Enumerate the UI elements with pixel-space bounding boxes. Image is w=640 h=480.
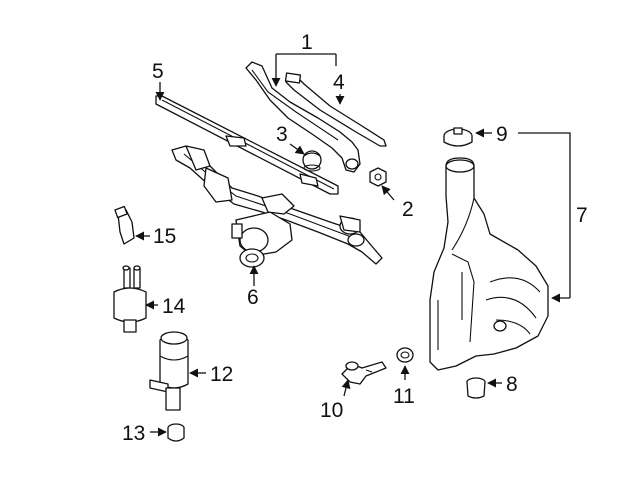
- wiper-arm-rear[interactable]: [284, 72, 387, 147]
- seal[interactable]: [396, 347, 414, 363]
- callout-numbers: 1 2 3 4 5 6 7 8 9 10 11 12 13 14 15: [122, 31, 588, 445]
- wiper-arm[interactable]: [245, 61, 361, 173]
- washer-pump-upper[interactable]: [113, 265, 147, 333]
- leader-lines: [135, 53, 571, 437]
- wiper-motor[interactable]: [231, 193, 295, 268]
- callout-15: 15: [153, 225, 176, 248]
- grommet[interactable]: [466, 377, 486, 399]
- callout-4: 4: [333, 71, 345, 94]
- callout-7: 7: [576, 204, 588, 227]
- callout-2: 2: [402, 198, 414, 221]
- callout-3: 3: [276, 123, 288, 146]
- callout-8: 8: [506, 373, 518, 396]
- pump-grommet[interactable]: [167, 423, 185, 442]
- callout-14: 14: [162, 295, 186, 318]
- callout-10: 10: [320, 399, 343, 422]
- washer-pump[interactable]: [149, 331, 189, 411]
- callout-9: 9: [496, 123, 508, 146]
- washer-reservoir[interactable]: [429, 157, 549, 371]
- reservoir-cap[interactable]: [443, 127, 473, 147]
- nut[interactable]: [369, 167, 387, 187]
- callout-11: 11: [393, 385, 415, 408]
- callout-5: 5: [152, 60, 164, 83]
- pivot-cap[interactable]: [302, 150, 322, 172]
- callout-12: 12: [210, 363, 233, 386]
- wiper-blade[interactable]: [155, 95, 339, 195]
- callout-13: 13: [122, 422, 145, 445]
- callout-1: 1: [301, 31, 313, 54]
- level-sensor[interactable]: [341, 361, 387, 385]
- washer-nozzle[interactable]: [114, 205, 135, 245]
- callout-6: 6: [247, 286, 259, 309]
